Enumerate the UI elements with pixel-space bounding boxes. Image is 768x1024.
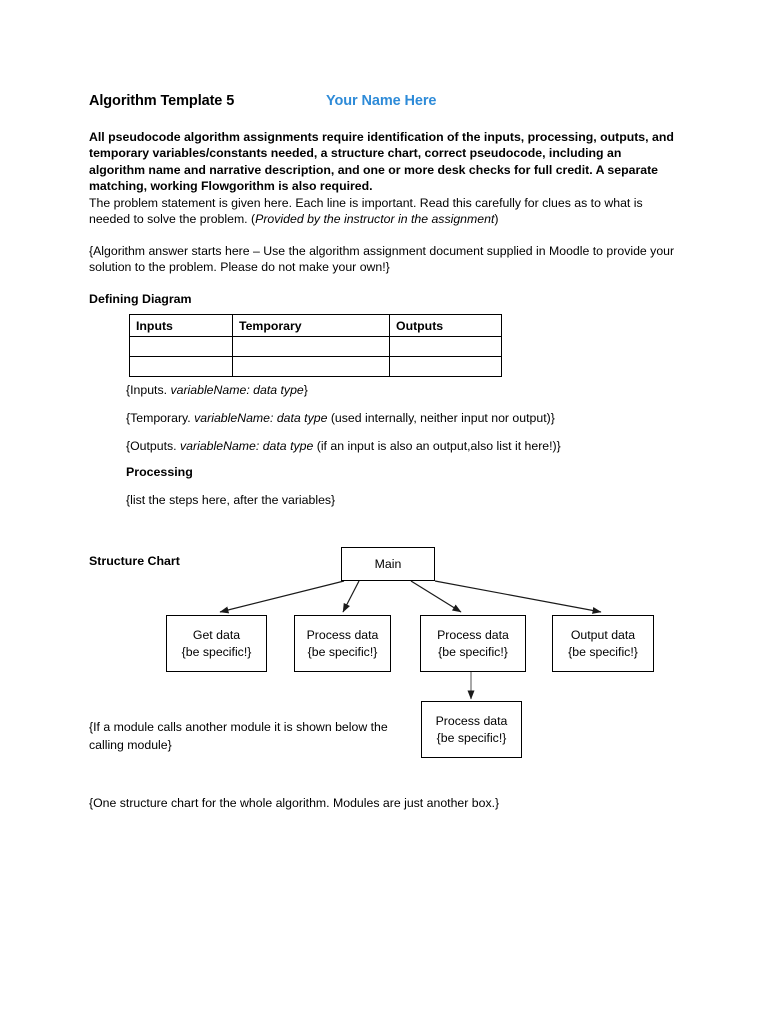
problem-statement-paragraph: The problem statement is given here. Eac… <box>89 195 673 228</box>
structure-node-process-2[interactable]: Process data {be specific!} <box>420 615 526 672</box>
outputs-note: {Outputs. variableName: data type (if an… <box>126 438 686 454</box>
column-header-temporary: Temporary <box>232 314 390 337</box>
structure-node-output-data-line1: Output data <box>570 627 636 642</box>
defining-diagram-heading: Defining Diagram <box>89 292 192 306</box>
structure-node-output-data-line2: {be specific!} <box>568 644 638 659</box>
defining-diagram-table: Inputs Temporary Outputs <box>129 314 502 377</box>
structure-node-main[interactable]: Main <box>341 547 435 581</box>
cell-inputs-1[interactable] <box>129 336 233 357</box>
temporary-note-italic: variableName: data type <box>194 411 328 425</box>
outputs-note-suffix: (if an input is also an output,also list… <box>313 439 561 453</box>
structure-node-process-1-line2: {be specific!} <box>307 644 378 659</box>
cell-temporary-2[interactable] <box>232 356 390 377</box>
structure-node-process-1[interactable]: Process data {be specific!} <box>294 615 391 672</box>
temporary-note-suffix: (used internally, neither input nor outp… <box>327 411 555 425</box>
module-call-note: {If a module calls another module it is … <box>89 720 388 752</box>
structure-node-output-data[interactable]: Output data {be specific!} <box>552 615 654 672</box>
structure-node-get-data[interactable]: Get data {be specific!} <box>166 615 267 672</box>
whole-chart-note: {One structure chart for the whole algor… <box>89 796 500 810</box>
inputs-note-prefix: {Inputs. <box>126 383 171 397</box>
structure-node-get-data-line1: Get data <box>192 627 241 642</box>
structure-node-process-3-line2: {be specific!} <box>436 730 507 745</box>
arrow-main-to-get-data <box>219 580 345 614</box>
intro-paragraph: All pseudocode algorithm assignments req… <box>89 130 674 194</box>
cell-outputs-1[interactable] <box>389 336 502 357</box>
problem-statement-close-paren: ) <box>494 212 499 227</box>
table-header-row: Inputs Temporary Outputs <box>129 314 502 337</box>
inputs-note-italic: variableName: data type <box>170 383 304 397</box>
arrow-main-to-output-data <box>434 580 602 614</box>
structure-node-process-2-line2: {be specific!} <box>438 644 508 659</box>
arrow-main-to-process-2 <box>410 580 462 613</box>
processing-note: {list the steps here, after the variable… <box>126 493 336 507</box>
table-row <box>129 356 502 377</box>
structure-node-get-data-line2: {be specific!} <box>181 644 252 659</box>
structure-node-process-3-line1: Process data <box>435 713 508 728</box>
inputs-note-suffix: } <box>303 383 308 397</box>
structure-chart-heading: Structure Chart <box>89 554 180 568</box>
page-title: Algorithm Template 5 <box>89 93 235 109</box>
structure-node-process-1-line1: Process data <box>306 627 379 642</box>
cell-temporary-1[interactable] <box>232 336 390 357</box>
arrow-main-to-process-1 <box>342 580 360 613</box>
author-name-placeholder: Your Name Here <box>326 93 437 109</box>
outputs-note-italic: variableName: data type <box>180 439 314 453</box>
structure-node-main-line1: Main <box>374 556 402 571</box>
structure-node-process-2-line1: Process data <box>437 627 509 642</box>
inputs-note: {Inputs. variableName: data type} <box>126 382 686 398</box>
table-row <box>129 336 502 357</box>
column-header-outputs: Outputs <box>389 314 502 337</box>
structure-node-process-3[interactable]: Process data {be specific!} <box>421 701 522 758</box>
column-header-inputs: Inputs <box>129 314 233 337</box>
problem-statement-italic: Provided by the instructor in the assign… <box>255 212 495 227</box>
temporary-note-prefix: {Temporary. <box>126 411 195 425</box>
cell-outputs-2[interactable] <box>389 356 502 377</box>
processing-heading: Processing <box>126 465 193 479</box>
outputs-note-prefix: {Outputs. <box>126 439 181 453</box>
problem-statement-text: The problem statement is given here. Eac… <box>89 196 643 227</box>
temporary-note: {Temporary. variableName: data type (use… <box>126 410 686 426</box>
algorithm-answer-paragraph: {Algorithm answer starts here – Use the … <box>89 244 675 275</box>
cell-inputs-2[interactable] <box>129 356 233 377</box>
